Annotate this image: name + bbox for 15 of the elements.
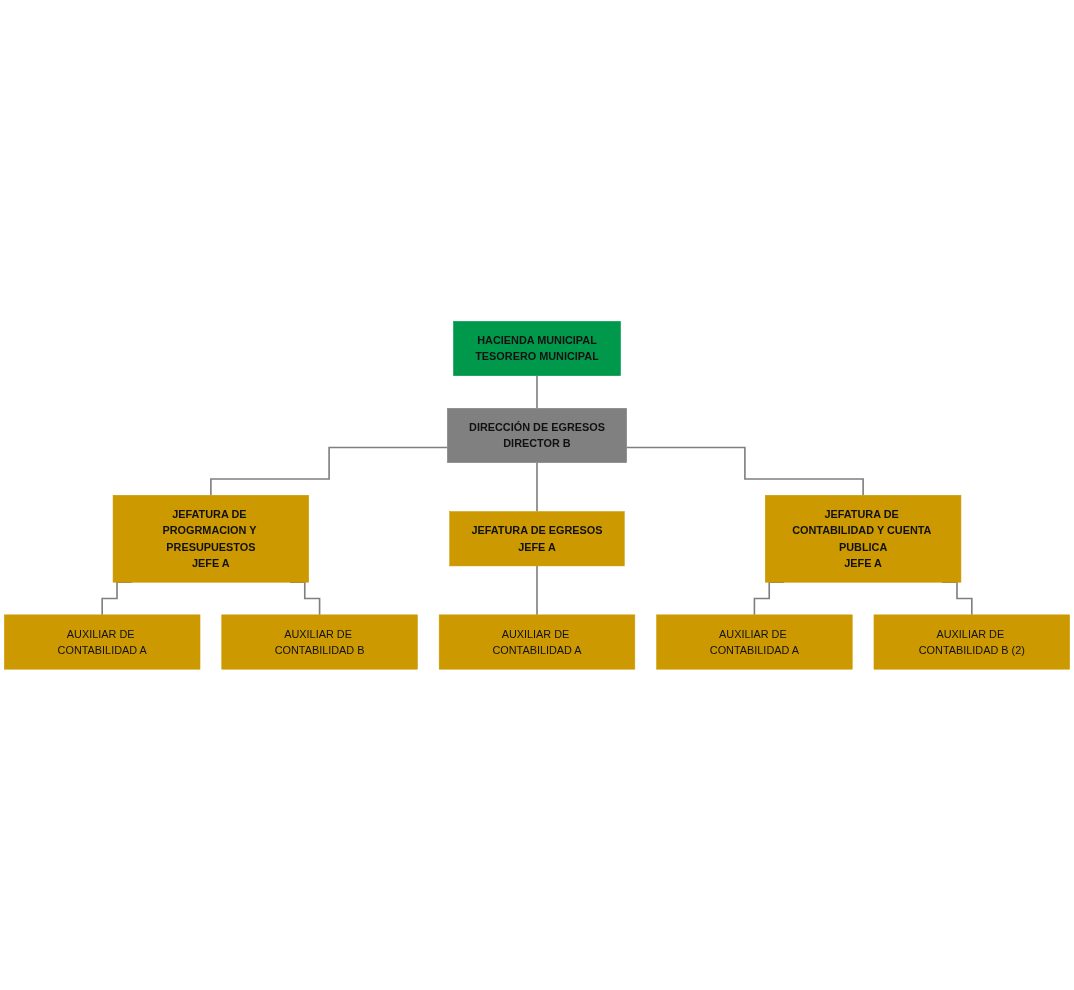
node-box: AUXILIAR DE CONTABILIDAD B (221, 614, 418, 670)
node-box: HACIENDA MUNICIPAL TESORERO MUNICIPAL (453, 320, 621, 376)
connector (536, 564, 538, 616)
node-box: JEFATURA DE PROGRMACION Y PRESUPUESTOS JEFE A (112, 494, 309, 583)
node-box: AUXILIAR DE CONTABILIDAD A (438, 614, 636, 670)
node-box: JEFATURA DE CONTABILIDAD Y CUENTA PUBLICA JEFE A (765, 494, 962, 583)
node-box: AUXILIAR DE CONTABILIDAD A (656, 614, 853, 670)
node-box: AUXILIAR DE CONTABILIDAD B (2) (873, 614, 1070, 670)
connector (625, 446, 864, 496)
connector (536, 374, 538, 409)
node-box: DIRECCIÓN DE EGRESOS DIRECTOR B (447, 407, 627, 463)
node-box: JEFATURA DE EGRESOS JEFE A (449, 511, 625, 566)
connector (536, 461, 538, 513)
node-box: AUXILIAR DE CONTABILIDAD A (4, 614, 201, 670)
connector (210, 446, 449, 496)
